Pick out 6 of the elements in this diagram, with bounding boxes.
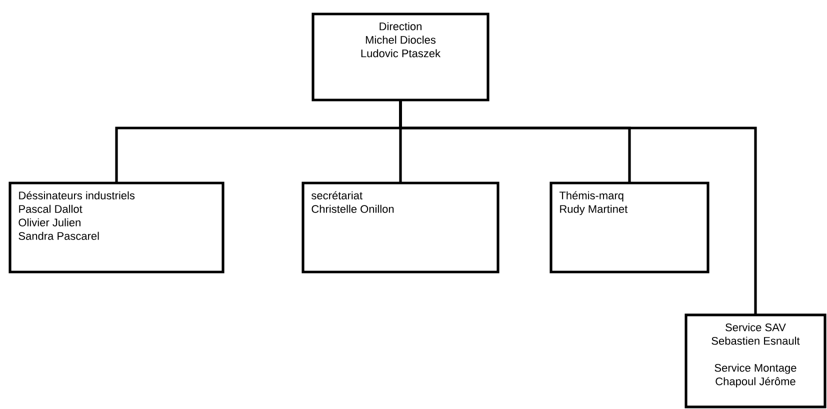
org-box: Thémis-marq Rudy Martinet: [550, 182, 710, 274]
org-box: secrétariat Christelle Onillon: [302, 182, 500, 274]
org-box: Déssinateurs industriels Pascal Dallot Olivier Julien Sandra Pascarel: [8, 182, 224, 274]
org-box: Service SAV Sebastien Esnault Service Montage Chapoul Jérôme: [684, 314, 826, 408]
org-box: Direction Michel Diocles Ludovic Ptaszek: [312, 12, 490, 102]
connector-line: [399, 100, 757, 315]
